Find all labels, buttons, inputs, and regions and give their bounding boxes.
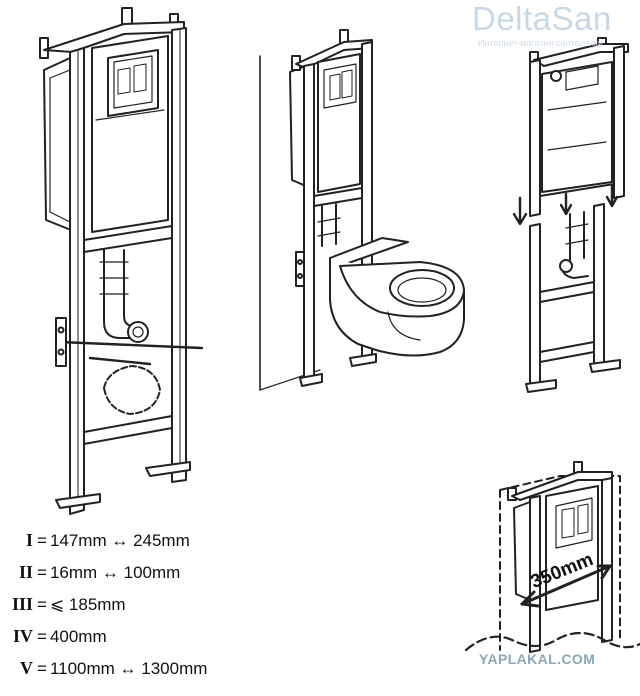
- legend-numeral: II: [18, 562, 33, 582]
- toilet-installed-figure: [259, 29, 465, 391]
- legend-row-ii: II=16mm ↔ 100mm: [8, 556, 278, 588]
- legend-row-iii: III=⩽ 185mm: [8, 588, 278, 620]
- legend-numeral: IV: [12, 626, 33, 646]
- frame-assembly-figure: [512, 37, 629, 393]
- brand-logo-subtitle: Интернет-магазин сантехники: [478, 38, 603, 48]
- source-watermark: YAPLAKAL.COM: [479, 651, 596, 667]
- legend-numeral: I: [25, 530, 33, 550]
- frame-left-figure: [39, 7, 204, 515]
- legend-row-v: V=1100mm ↔ 1300mm: [8, 652, 278, 684]
- dimension-legend: I=147mm ↔ 245mm II=16mm ↔ 100mm III=⩽ 18…: [8, 524, 278, 684]
- brand-logo-text: DeltaSan: [472, 0, 612, 37]
- wall-depth-figure: [464, 461, 640, 653]
- legend-value: 1100mm ↔ 1300mm: [49, 659, 208, 678]
- legend-row-iv: IV=400mm: [8, 620, 278, 652]
- legend-value: 147mm ↔ 245mm: [49, 531, 190, 550]
- legend-value: 400mm: [49, 627, 107, 646]
- brand-logo: DeltaSan Интернет-магазин сантехники: [470, 0, 640, 50]
- legend-numeral: III: [11, 594, 33, 614]
- legend-value: 16mm ↔ 100mm: [49, 563, 181, 582]
- legend-numeral: V: [20, 658, 33, 678]
- legend-value: ⩽ 185mm: [49, 595, 126, 614]
- legend-row-i: I=147mm ↔ 245mm: [8, 524, 278, 556]
